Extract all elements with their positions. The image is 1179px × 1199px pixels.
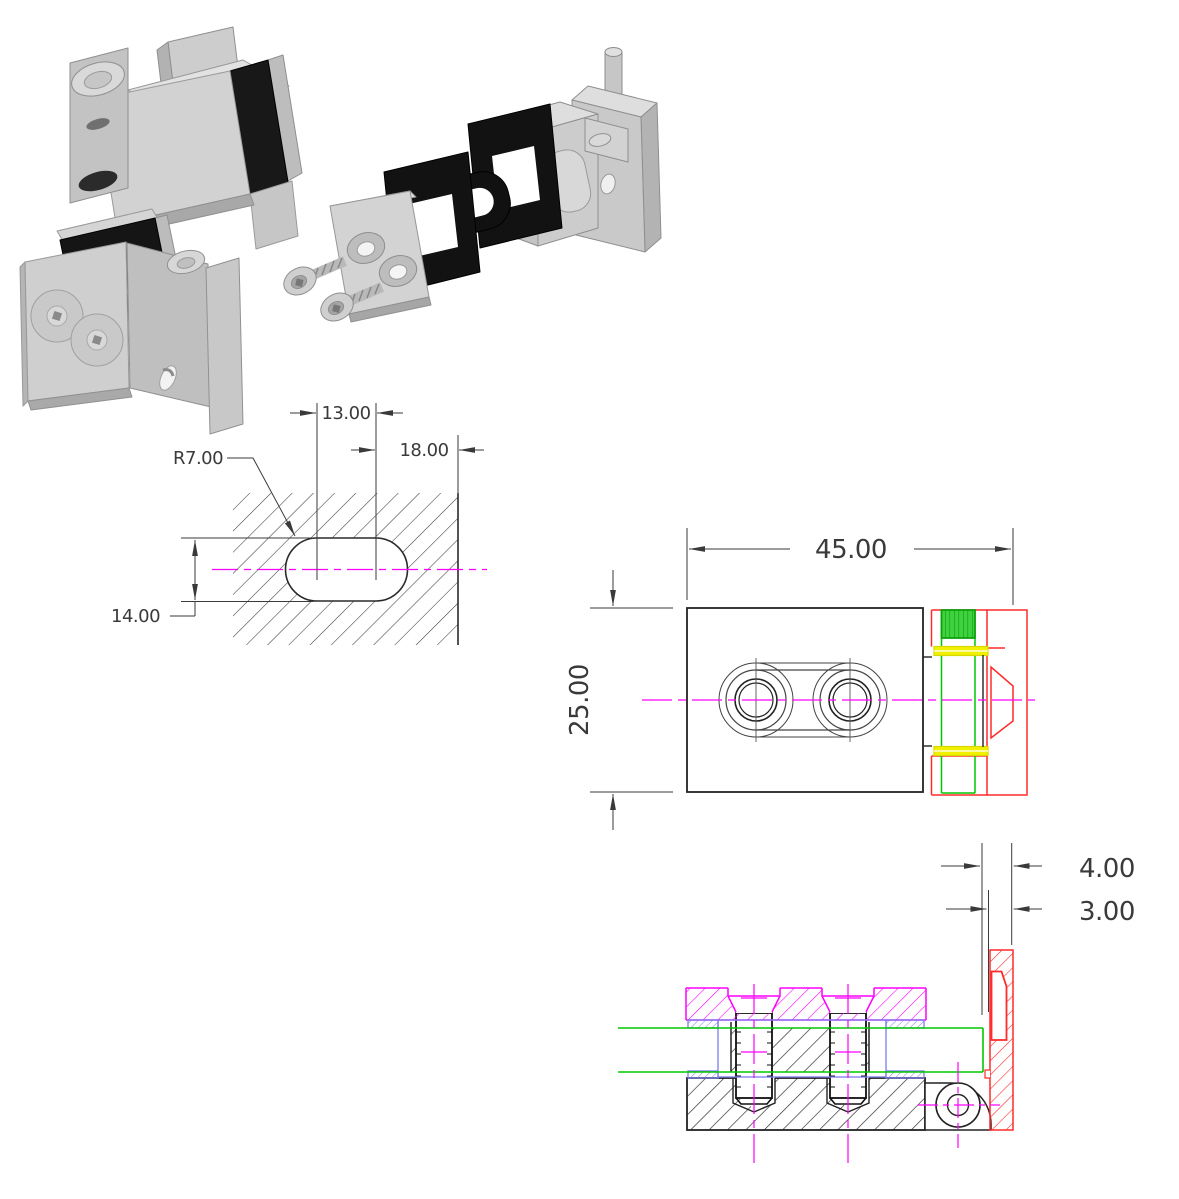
dim-bracket-gap: 4.00 <box>941 843 1135 1015</box>
slot-detail-view: 13.00 18.00 R7.00 14.00 <box>111 403 487 645</box>
iso-view-assembled-top <box>69 26 303 250</box>
iso-view-exploded <box>283 47 662 323</box>
dim-text-3: 3.00 <box>1079 897 1135 927</box>
dim-bracket-thickness: 3.00 <box>946 897 1135 927</box>
dim-slot-edge-distance: 18.00 <box>351 440 484 461</box>
bracket-section <box>984 949 1014 1131</box>
bracket-front-view <box>930 609 1028 796</box>
glass-front-view <box>940 609 976 794</box>
dim-front-width: 45.00 <box>686 528 1014 605</box>
dim-text-45: 45.00 <box>815 535 887 565</box>
washers-front-view <box>933 645 989 757</box>
bracket-slot <box>990 970 1008 1041</box>
bracket-boss <box>990 665 1014 740</box>
dim-slot-center-spacing: 13.00 <box>290 403 403 424</box>
front-view: 45.00 25.00 <box>565 528 1035 830</box>
countersunk-screw-2 <box>320 282 384 322</box>
section-centerlines <box>741 984 1000 1163</box>
dim-front-height: 25.00 <box>565 570 673 830</box>
dim-text-r7: R7.00 <box>173 448 223 469</box>
dim-text-25: 25.00 <box>565 664 595 736</box>
body-section-hatch <box>686 1077 926 1131</box>
dim-text-4: 4.00 <box>1079 854 1135 884</box>
iso-view-assembled-front <box>19 208 244 435</box>
countersunk-screw-1 <box>283 256 347 296</box>
front-plate <box>329 190 432 323</box>
glass-section <box>618 1027 984 1073</box>
dim-text-14: 14.00 <box>111 606 160 627</box>
slot-outline <box>284 537 409 602</box>
dim-slot-radius: R7.00 <box>173 448 296 537</box>
dim-text-18: 18.00 <box>399 440 448 461</box>
plate-section <box>685 987 927 1021</box>
dim-slot-height: 14.00 <box>111 540 198 627</box>
gasket-section <box>687 1019 925 1079</box>
section-view: 4.00 3.00 <box>618 843 1135 1163</box>
dim-text-13: 13.00 <box>321 403 370 424</box>
